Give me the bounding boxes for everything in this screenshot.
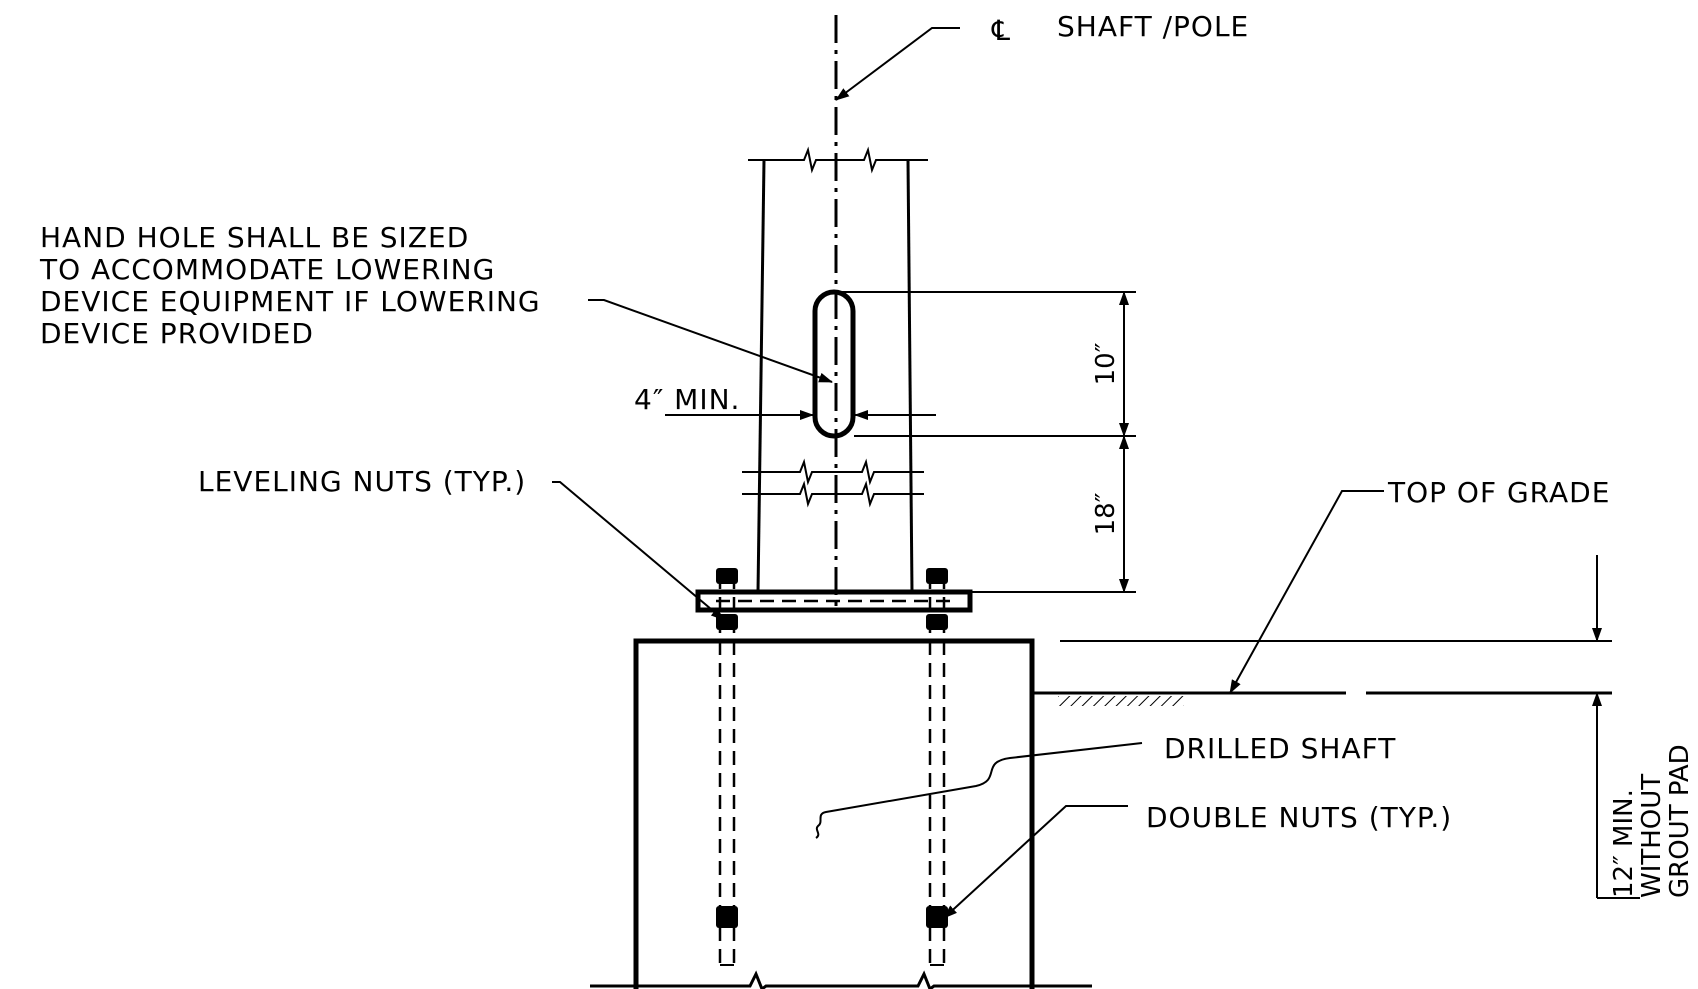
centerline-symbol: ℄ [991, 14, 1011, 47]
leveling-nuts-leader [552, 481, 725, 621]
double-nut-left [716, 906, 738, 928]
dim-above-base-label: 18″ [1091, 492, 1121, 535]
hand-hole-note-line3: DEVICE EQUIPMENT IF LOWERING [40, 285, 541, 318]
pole-break-line-upper [742, 458, 924, 486]
grout-note-line2: WITHOUT [1637, 774, 1667, 898]
min-width-label: 4″ MIN. [634, 383, 740, 416]
dim-hand-hole-label: 10″ [1091, 342, 1121, 385]
anchor-nut-top-right [926, 568, 948, 584]
drilled-shaft-outline [633, 638, 1035, 989]
pole-break-line-lower [742, 480, 924, 508]
grout-note-line1: 12″ MIN. [1609, 789, 1639, 898]
drilled-shaft-leader [815, 742, 1143, 839]
grade-hatch [1058, 696, 1184, 706]
pole-wall-left [756, 159, 766, 593]
base-plate [695, 589, 973, 613]
centerline-leader [835, 27, 960, 101]
leveling-nut-left [716, 614, 738, 630]
grout-note-line3: GROUT PAD [1665, 744, 1695, 898]
hand-hole-leader [588, 299, 833, 383]
top-of-grade-label: TOP OF GRADE [1387, 476, 1610, 509]
double-nuts-label: DOUBLE NUTS (TYP.) [1146, 801, 1452, 834]
hand-hole-note-line4: DEVICE PROVIDED [40, 317, 314, 350]
hand-hole [812, 289, 856, 439]
anchor-bolt-right [926, 568, 948, 966]
double-nut-right [926, 906, 948, 928]
pole-wall-right [906, 159, 914, 593]
shaft-bottom-break-line [590, 970, 1092, 989]
hand-hole-note-line2: TO ACCOMMODATE LOWERING [39, 253, 495, 286]
top-of-grade-leader [1229, 490, 1384, 694]
anchor-nut-top-left [716, 568, 738, 584]
leveling-nuts-label: LEVELING NUTS (TYP.) [198, 465, 526, 498]
anchor-bolt-left [716, 568, 738, 966]
hand-hole-note-line1: HAND HOLE SHALL BE SIZED [40, 221, 469, 254]
leveling-nut-right [926, 614, 948, 630]
centerline-label: SHAFT /POLE [1057, 10, 1249, 43]
drilled-shaft-label: DRILLED SHAFT [1164, 732, 1396, 765]
double-nuts-leader [943, 805, 1128, 919]
pole-top-break-line [748, 146, 928, 174]
